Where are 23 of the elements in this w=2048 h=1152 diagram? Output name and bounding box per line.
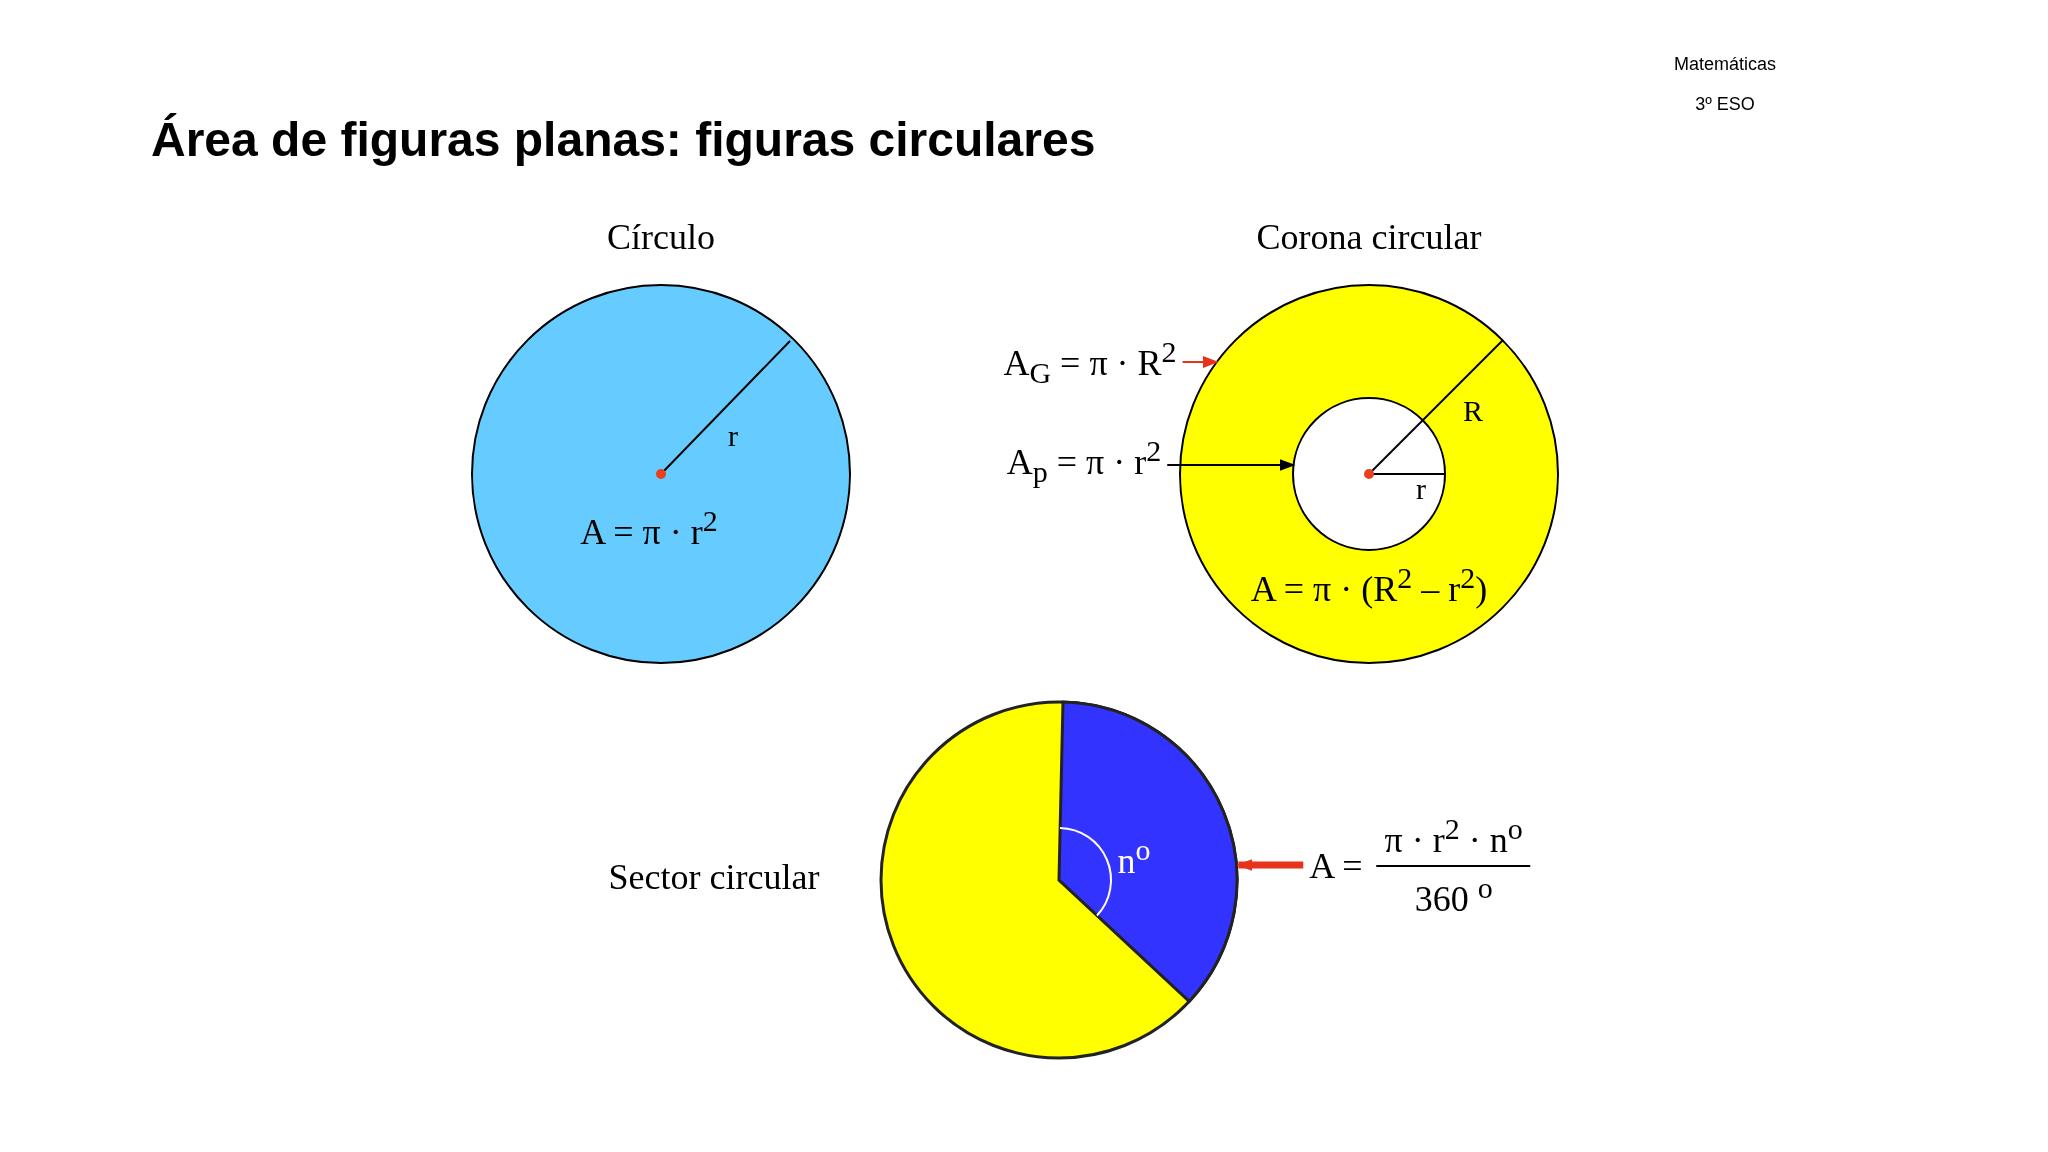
radius-label: R [1463, 393, 1483, 427]
sector-wedge [1057, 700, 1239, 1003]
arrow [1166, 459, 1296, 471]
radius-label: r [1416, 471, 1426, 505]
arrow [1181, 356, 1219, 368]
formula: A$_{G}$ = π · R$^{2}$ [1003, 334, 1177, 390]
subject-label: Matemáticas [1674, 55, 1776, 75]
formula: A = π · (R$^{2}$ – r$^{2}$) [1250, 560, 1488, 610]
radius-label: r [728, 418, 738, 452]
inner-circle [1292, 397, 1446, 551]
formula: A$_{p}$ = π · r$^{2}$ [1006, 433, 1162, 489]
slide-title: Área de figuras planas: figuras circulares [151, 113, 1096, 167]
formula-text: A = [1309, 845, 1363, 887]
figure-title: Círculo [607, 218, 715, 258]
course-label: 3º ESO [1695, 95, 1755, 115]
angle-label: n$^{o}$ [1117, 832, 1151, 882]
fraction-numerator: π · r$^{2}$ · n$^{o}$ [1383, 812, 1524, 862]
ring-drawing [1179, 284, 1559, 664]
figure-title: Sector circular [608, 858, 820, 898]
formula: A = π · r$^{2}$ [580, 503, 718, 553]
figure-title: Corona circular [1256, 218, 1482, 258]
fraction-denominator: 360 $^{o}$ [1376, 865, 1531, 920]
arrow [1236, 859, 1304, 871]
